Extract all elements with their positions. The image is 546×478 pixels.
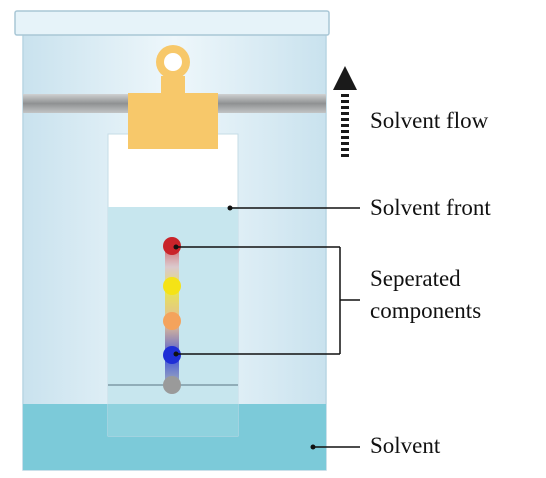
label-separated-line1: Seperated (370, 266, 461, 291)
solvent-front-pointer (227, 205, 360, 211)
components-pointer (176, 246, 360, 355)
solvent-flow-arrow (333, 66, 357, 157)
components-pointer-dot-top (173, 244, 179, 250)
solvent-pointer (310, 444, 360, 450)
spot-gray (163, 376, 181, 394)
spot-orange (163, 312, 181, 330)
label-solvent-front: Solvent front (370, 195, 491, 220)
label-separated-line2: components (370, 298, 482, 323)
jar-lid (14, 10, 330, 36)
paper-clip (128, 45, 218, 149)
submerged-paper (108, 404, 238, 436)
components-pointer-dot-bottom (173, 351, 179, 357)
spot-yellow (163, 277, 181, 295)
label-solvent: Solvent (370, 433, 441, 458)
spot-blue (163, 346, 181, 364)
spot-red (163, 237, 181, 255)
label-solvent-flow: Solvent flow (370, 108, 489, 133)
